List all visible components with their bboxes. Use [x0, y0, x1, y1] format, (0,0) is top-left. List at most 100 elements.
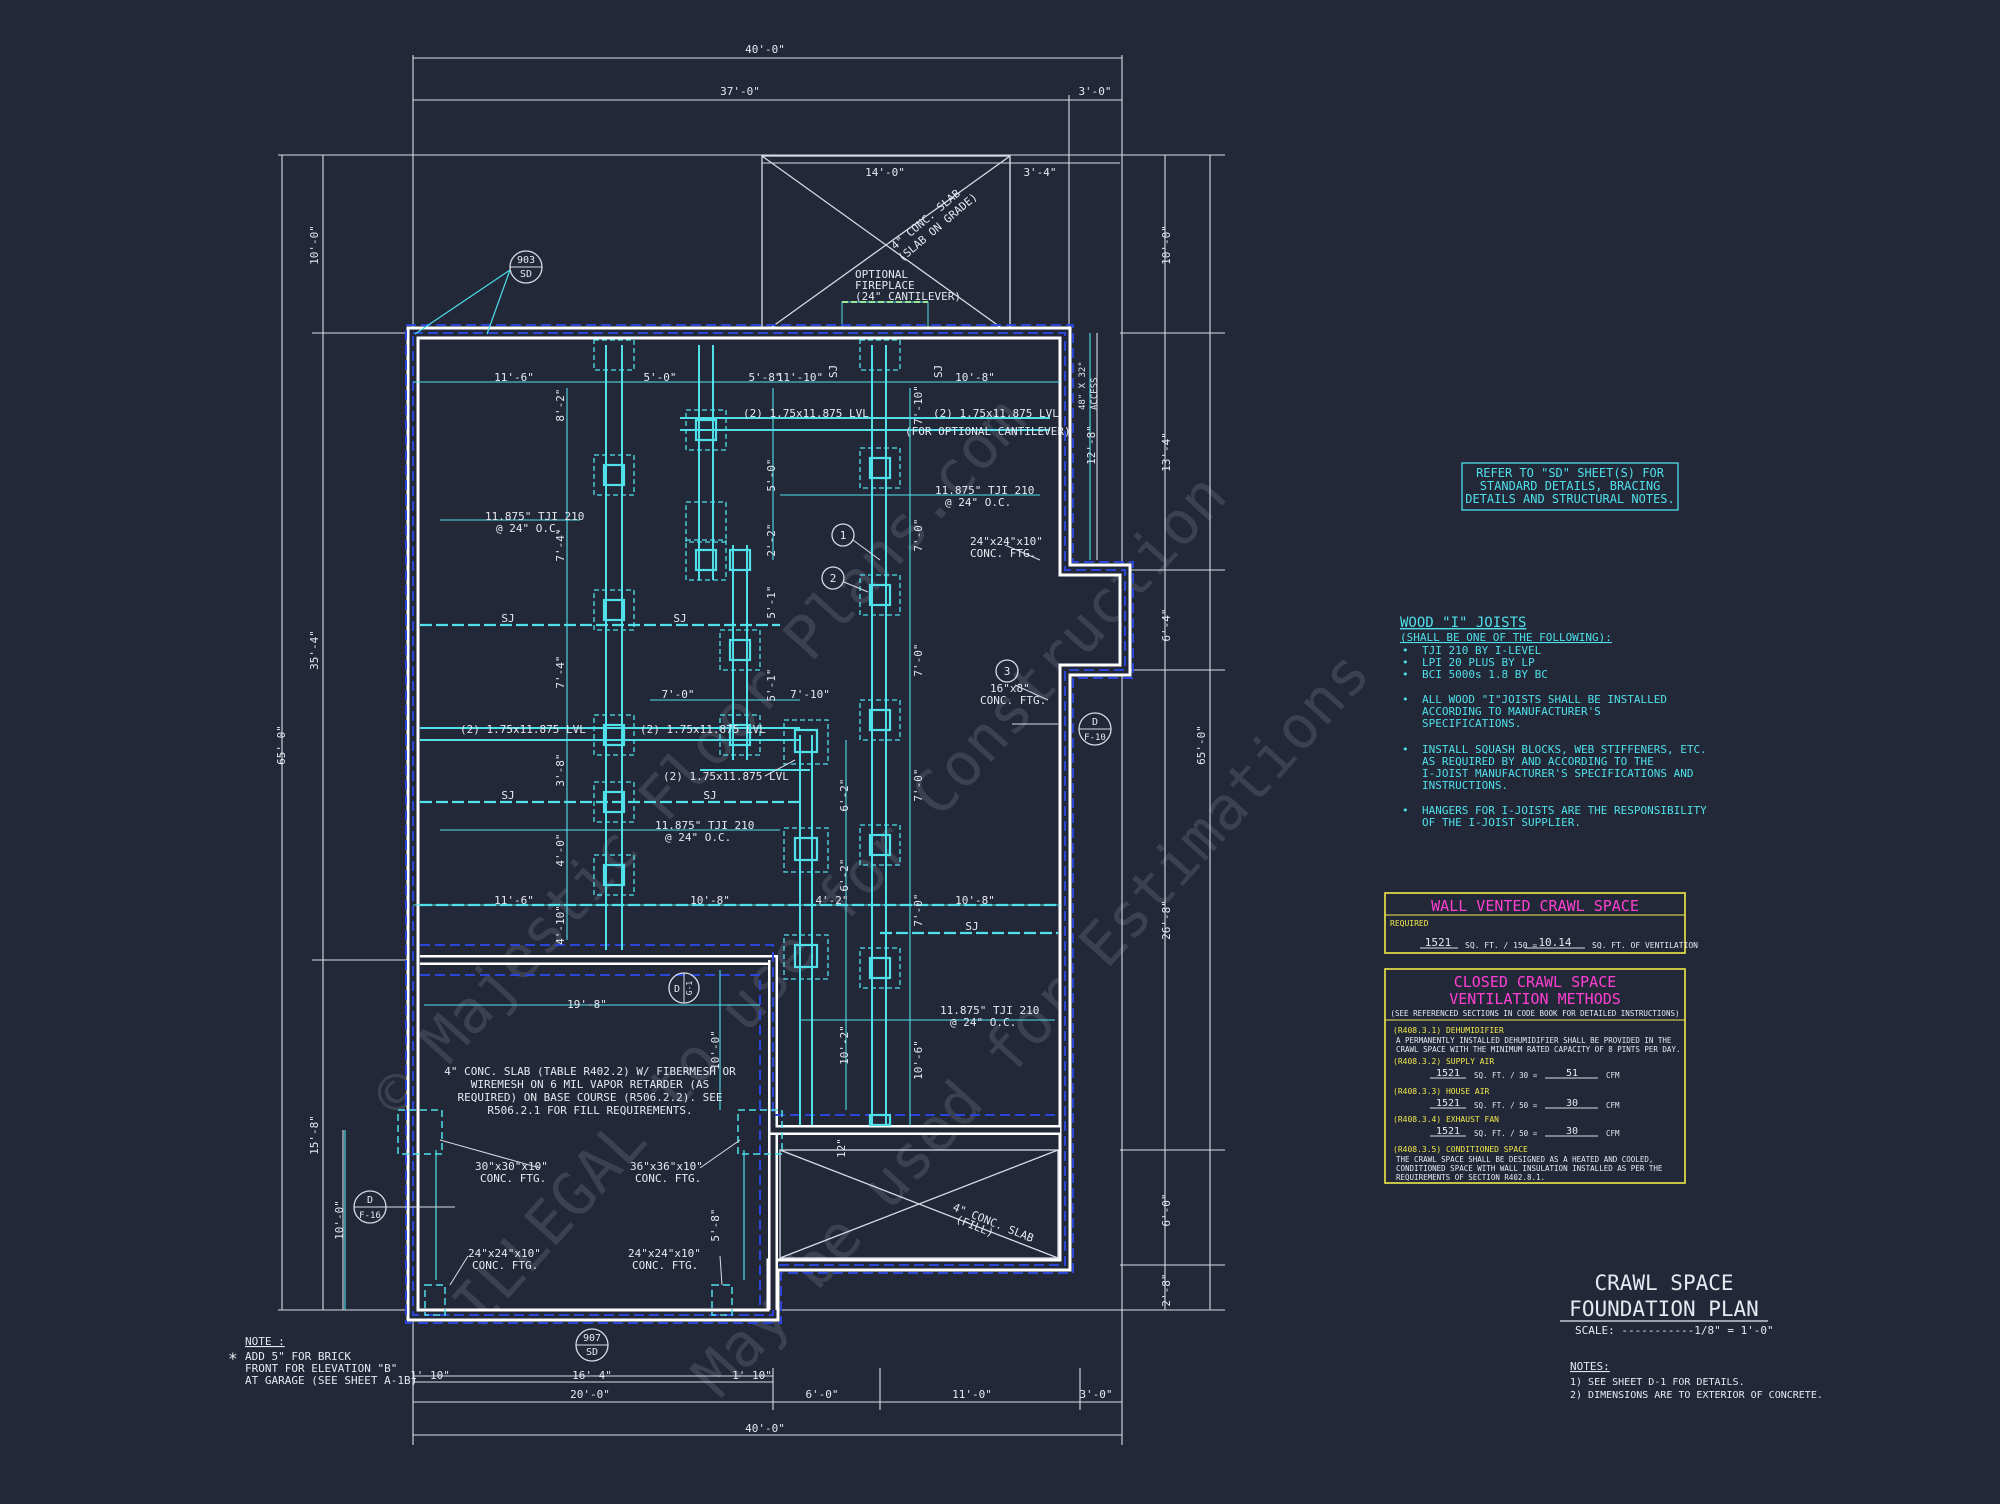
dim-right-overall: 65'-0"	[1195, 725, 1208, 765]
refer-note-line-2: STANDARD DETAILS, BRACING	[1480, 479, 1661, 493]
supply-air-area: 1521	[1436, 1068, 1460, 1079]
closed-crawl-box: CLOSED CRAWL SPACE VENTILATION METHODS (…	[1384, 968, 1686, 1184]
dim-top-right: 3'-0"	[1078, 85, 1111, 98]
garage-slab-line-1: 4" CONC. SLAB (TABLE R402.2) W/ FIBERMES…	[444, 1065, 736, 1078]
dim-v-7-0a: 7'-0"	[912, 518, 925, 551]
dim-row1-c: 5'-8"	[748, 371, 781, 384]
left-note: NOTE : * ADD 5" FOR BRICK FRONT FOR ELEV…	[228, 1335, 417, 1387]
dim-left-mid: 35'-4"	[308, 630, 321, 670]
wood-joists-subtitle: (SHALL BE ONE OF THE FOLLOWING):	[1400, 631, 1612, 644]
dim-garage-small: 5'-8"	[709, 1208, 722, 1241]
left-note-title: NOTE :	[245, 1335, 285, 1348]
plan-notes-title: NOTES:	[1570, 1360, 1610, 1373]
tji-2a: 11.875" TJI 210	[935, 484, 1034, 497]
refer-note-box: REFER TO "SD" SHEET(S) FOR STANDARD DETA…	[1461, 462, 1679, 511]
dim-v-3-8: 3'-8"	[554, 753, 567, 786]
dim-right-a: 10'-0"	[1160, 225, 1173, 265]
joist-note-2-line-1: INSTALL SQUASH BLOCKS, WEB STIFFENERS, E…	[1422, 743, 1707, 756]
house-air-cfm: CFM	[1606, 1101, 1620, 1110]
sj-label-2: SJ	[673, 612, 686, 625]
closed-crawl-title-1: CLOSED CRAWL SPACE	[1454, 973, 1617, 991]
plan-title-2: FOUNDATION PLAN	[1569, 1297, 1759, 1321]
ftg-30-sub: CONC. FTG.	[480, 1172, 546, 1185]
joist-bullet-mark-1: •	[1402, 644, 1409, 657]
access-label-b: ACCESS	[1090, 377, 1100, 410]
lvl-label-1: (2) 1.75x11.875 LVL	[743, 407, 869, 420]
access-label-a: 48" X 32"	[1078, 361, 1088, 410]
dim-h-7-0: 7'-0"	[661, 688, 694, 701]
sj-label-3: SJ	[501, 789, 514, 802]
dim-v-7-4a: 7'-4"	[554, 528, 567, 561]
dim-bottom-b: 6'-0"	[805, 1388, 838, 1401]
ftg-30-label: 30"x30"x10"	[475, 1160, 548, 1173]
dim-v-12-8: 12'-8"	[1085, 425, 1098, 465]
fireplace-label-c: (24" CANTILEVER)	[855, 290, 961, 303]
lvl-label-5: (2) 1.75x11.875 LVL	[663, 770, 789, 783]
house-air-label: (R408.3.3) HOUSE AIR	[1393, 1087, 1490, 1096]
lvl-label-2: (2) 1.75x11.875 LVL	[933, 407, 1059, 420]
dim-v-7-10: 7'-10"	[912, 385, 925, 425]
conditioned-label: (R408.3.5) CONDITIONED SPACE	[1393, 1145, 1528, 1154]
tji-4b: @ 24" O.C.	[950, 1016, 1016, 1029]
sj-label-7: SJ	[932, 365, 945, 378]
conditioned-text-1: THE CRAWL SPACE SHALL BE DESIGNED AS A H…	[1396, 1155, 1653, 1164]
left-note-line-2: FRONT FOR ELEVATION "B"	[245, 1362, 397, 1375]
tag-2: 2	[821, 566, 869, 593]
ftg-16-label: 16"x8"	[990, 682, 1030, 695]
piers	[593, 339, 901, 1127]
dim-row2-d: 10'-8"	[955, 894, 995, 907]
tag-3-text: 3	[1004, 665, 1011, 678]
dimension-text: 40'-0" 37'-0" 3'-0" 14'-0" 3'-4" 40'-0" …	[275, 43, 1208, 1435]
ftg-36-sub: CONC. FTG.	[635, 1172, 701, 1185]
dim-v-7-0d: 7'-0"	[912, 893, 925, 926]
dim-right-c: 6'-4"	[1160, 608, 1173, 641]
wood-joists-notes: WOOD "I" JOISTS (SHALL BE ONE OF THE FOL…	[1400, 615, 1707, 829]
joist-bullet-mark-2: •	[1402, 656, 1409, 669]
sd-top-number: 903	[517, 255, 535, 266]
dim-v-8-2: 8'-2"	[554, 388, 567, 421]
joist-note-3-line-2: OF THE I-JOIST SUPPLIER.	[1422, 816, 1581, 829]
dim-v-6-2b: 6'-2"	[838, 858, 851, 891]
joist-note-1-line-2: ACCORDING TO MANUFACTURER'S	[1422, 705, 1601, 718]
plan-note-1: 1) SEE SHEET D-1 FOR DETAILS.	[1570, 1377, 1745, 1388]
dim-row2-c: 4'-2"	[815, 894, 848, 907]
detail-g1-letter: D	[674, 984, 680, 995]
watermark-line-3: May be used for Estimations	[679, 638, 1384, 1410]
dim-top-left: 37'-0"	[720, 85, 760, 98]
sj-label-1: SJ	[501, 612, 514, 625]
exhaust-fan-label: (R408.3.4) EXHAUST FAN	[1393, 1115, 1499, 1124]
wall-vented-title: WALL VENTED CRAWL SPACE	[1431, 897, 1639, 915]
joist-note-3-line-1: HANGERS FOR I-JOISTS ARE THE RESPONSIBIL…	[1422, 804, 1707, 817]
sd-bot-sheet: SD	[586, 1347, 598, 1358]
house-air-result: 30	[1566, 1098, 1578, 1109]
dim-garage-left: 1'-10"	[410, 1369, 450, 1382]
garage-slab-line-4: R506.2.1 FOR FILL REQUIREMENTS.	[487, 1104, 692, 1117]
ftg-16-sub: CONC. FTG.	[980, 694, 1046, 707]
tag-2-text: 2	[830, 572, 837, 585]
refer-note-line-3: DETAILS AND STRUCTURAL NOTES.	[1465, 492, 1675, 506]
dim-garage-right: 1'-10"	[732, 1369, 772, 1382]
dim-left-overall: 65'-0"	[275, 725, 288, 765]
tji-2b: @ 24" O.C.	[945, 496, 1011, 509]
ftg-36-label: 36"x36"x10"	[630, 1160, 703, 1173]
left-note-line-1: ADD 5" FOR BRICK	[245, 1350, 351, 1363]
wall-vented-result: 10.14	[1538, 936, 1571, 949]
leader-lines	[375, 544, 1058, 1286]
lvl-cantilever-label: (FOR OPTIONAL CANTILEVER)	[905, 425, 1071, 438]
wall-vented-calc: SQ. FT. / 150 =	[1465, 941, 1537, 950]
dim-v-6-2a: 6'-2"	[838, 778, 851, 811]
dim-v-4-10: 4'-10"	[554, 905, 567, 945]
closed-crawl-title-2: VENTILATION METHODS	[1449, 990, 1621, 1008]
section-tag-907: 907 SD	[575, 1328, 609, 1362]
exhaust-fan-area: 1521	[1436, 1126, 1460, 1137]
joist-note-mark-1: •	[1402, 693, 1409, 706]
dim-v-5-1b: 5'-1"	[765, 668, 778, 701]
garage-slab-line-2: WIREMESH ON 6 MIL VAPOR RETARDER (AS	[471, 1078, 709, 1091]
supply-air-cfm: CFM	[1606, 1071, 1620, 1080]
refer-note-line-1: REFER TO "SD" SHEET(S) FOR	[1476, 466, 1665, 480]
exhaust-fan-cfm: CFM	[1606, 1129, 1620, 1138]
callout-tags: 1 2 3 903 SD 907 SD D	[353, 250, 1112, 1362]
tji-1b: @ 24" O.C.	[496, 522, 562, 535]
wall-vented-area: 1521	[1425, 936, 1452, 949]
left-note-line-3: AT GARAGE (SEE SHEET A-1B)	[245, 1374, 417, 1387]
